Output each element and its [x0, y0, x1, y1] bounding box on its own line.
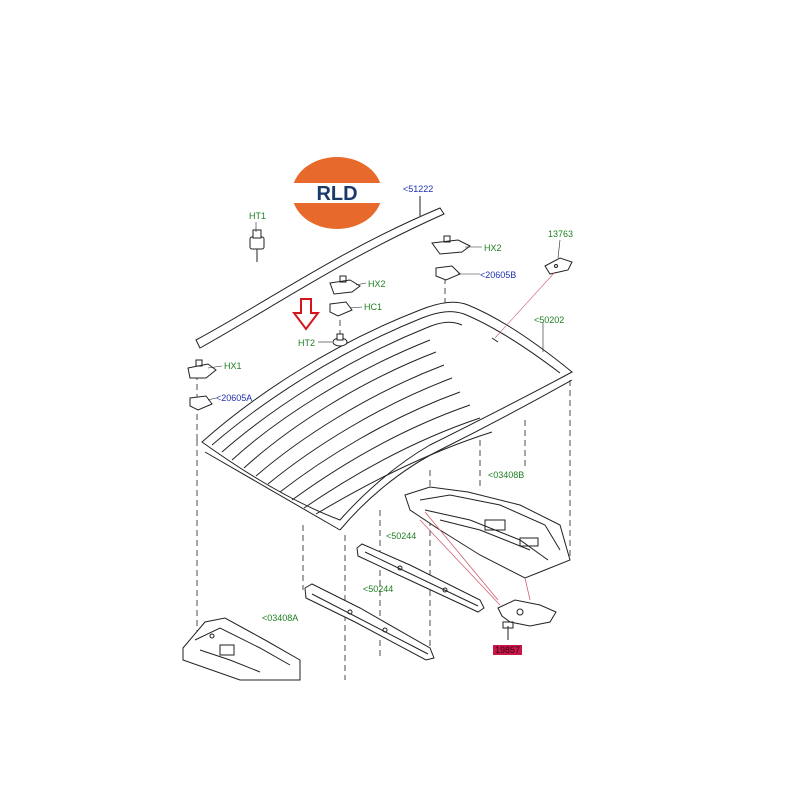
clip-hx2-top	[431, 235, 471, 255]
callout-13763: 13763	[548, 229, 574, 239]
callout-50244-lower: <50244	[363, 584, 394, 594]
callout-20605b: <20605B	[480, 270, 517, 280]
callout-hx2-mid: HX2	[368, 279, 386, 289]
callout-ht1: HT1	[249, 211, 267, 221]
callout-50202: <50202	[534, 315, 565, 325]
roof-bracket	[497, 599, 557, 640]
callout-03408a: <03408A	[262, 613, 299, 623]
red-down-arrow	[292, 298, 320, 331]
callout-20605a: <20605A	[216, 393, 253, 403]
callout-highlighted: 19857	[493, 645, 523, 655]
clip-hx2-mid	[329, 275, 361, 295]
callout-hc1: HC1	[364, 302, 383, 312]
callout-ht2: HT2	[298, 338, 316, 348]
clip-13763	[544, 257, 573, 275]
callout-03408b: <03408B	[488, 470, 525, 480]
clip-ht2	[332, 333, 348, 347]
roof-moulding	[195, 207, 445, 349]
clip-hx1	[187, 359, 217, 379]
clip-hc1	[329, 301, 353, 317]
rear-cross-member	[404, 486, 571, 606]
callout-hx1: HX1	[224, 361, 242, 371]
callout-hx2-top: HX2	[484, 243, 502, 253]
roof-bow-lower	[304, 583, 435, 661]
roof-bow-upper	[356, 543, 485, 613]
leader-lines	[207, 222, 561, 401]
clip-ht1	[249, 229, 265, 262]
roof-panel	[201, 301, 573, 531]
rld-logo: RLD	[292, 157, 382, 229]
logo-text: RLD	[316, 183, 357, 205]
clip-20605b	[435, 265, 461, 281]
callout-51222: <51222	[403, 184, 434, 194]
callout-50244-upper: <50244	[386, 531, 417, 541]
clip-20605a	[189, 395, 213, 411]
front-header	[182, 617, 301, 681]
